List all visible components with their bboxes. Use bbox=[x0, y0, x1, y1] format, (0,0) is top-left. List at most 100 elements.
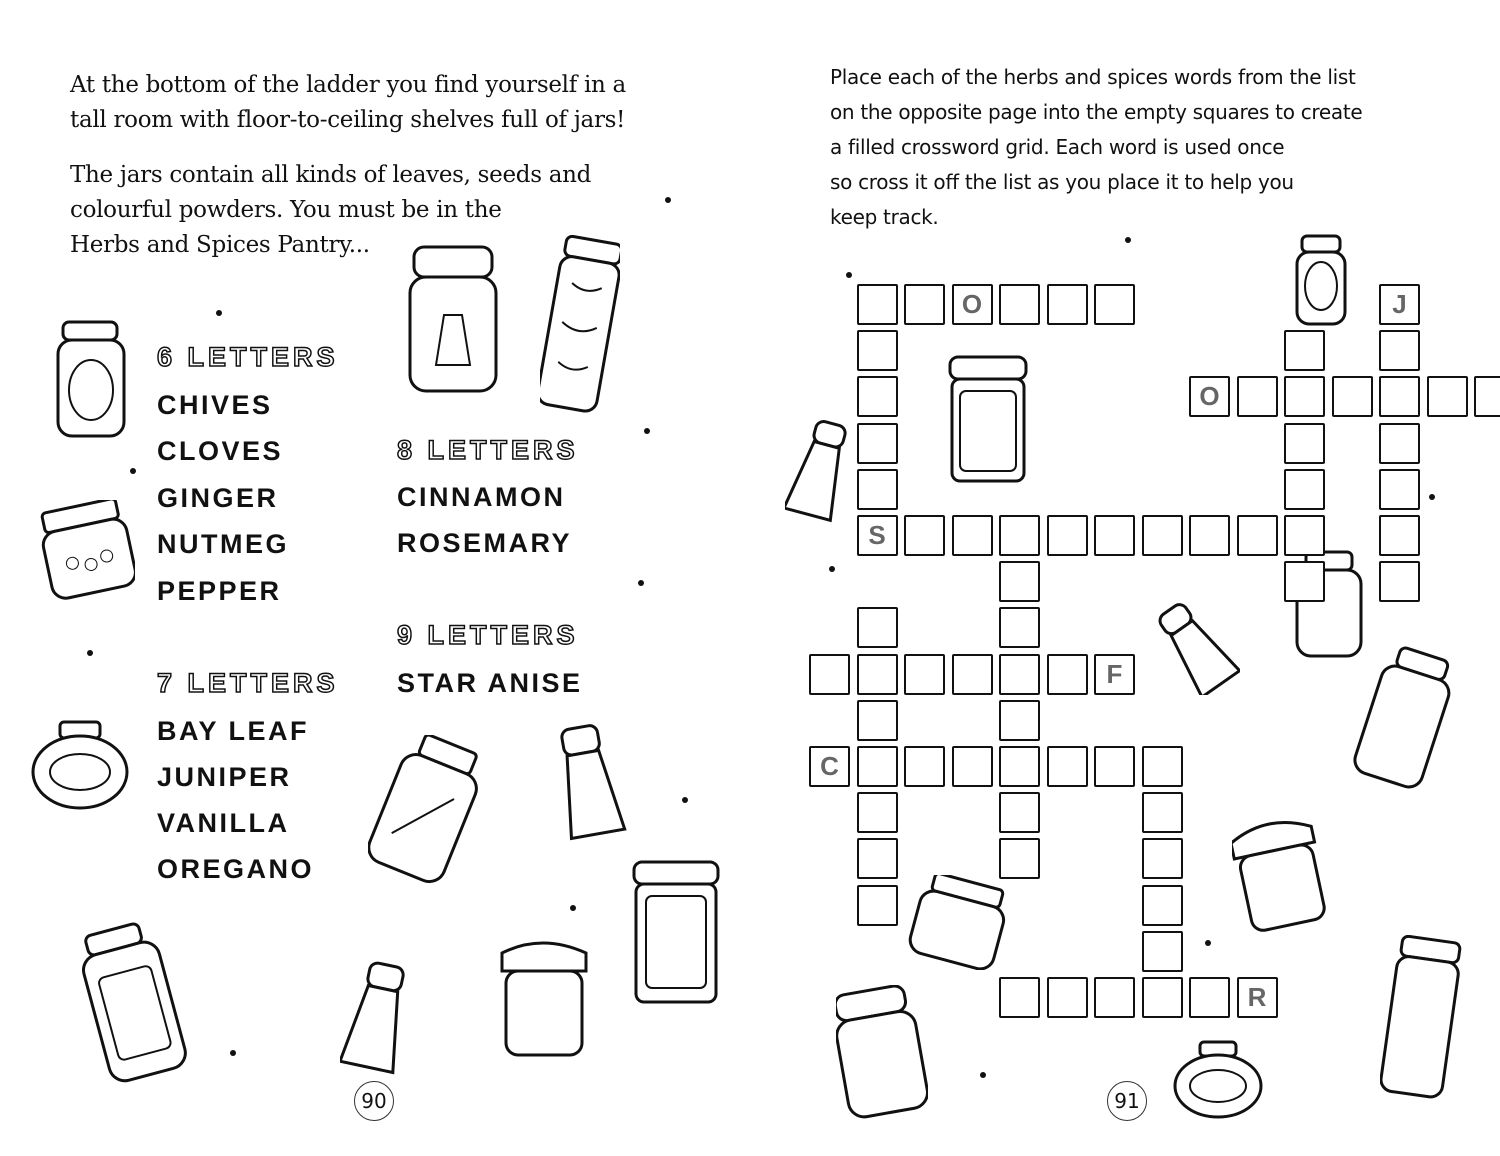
crossword-cell[interactable] bbox=[1474, 376, 1500, 418]
crossword-cell[interactable] bbox=[856, 376, 898, 418]
decorative-dot bbox=[846, 272, 852, 278]
crossword-cell[interactable] bbox=[856, 699, 898, 741]
crossword-cell[interactable] bbox=[1094, 515, 1135, 556]
crossword-cell-given[interactable]: O bbox=[1189, 376, 1230, 418]
crossword-cell[interactable] bbox=[1141, 746, 1183, 787]
crossword-cell-given[interactable]: F bbox=[1094, 653, 1135, 695]
crossword-cell[interactable] bbox=[1379, 561, 1420, 603]
crossword-cell[interactable] bbox=[904, 284, 945, 325]
crossword-cell[interactable] bbox=[856, 838, 898, 880]
crossword-cell[interactable] bbox=[1379, 515, 1420, 556]
instruction-line: on the opposite page into the empty squa… bbox=[830, 100, 1363, 124]
crossword-cell[interactable] bbox=[999, 653, 1040, 695]
crossword-cell[interactable] bbox=[1189, 977, 1230, 1018]
crossword-cell[interactable] bbox=[999, 746, 1040, 787]
crossword-cell[interactable] bbox=[1284, 422, 1325, 464]
word-item: JUNIPER bbox=[157, 762, 292, 792]
crossword-cell[interactable] bbox=[856, 284, 898, 325]
crossword-cell[interactable] bbox=[1236, 376, 1278, 418]
crossword-cell[interactable] bbox=[1046, 653, 1088, 695]
crossword-cell[interactable] bbox=[1046, 515, 1088, 556]
salt-shaker-illustration bbox=[560, 724, 627, 841]
crossword-cell[interactable] bbox=[1189, 515, 1230, 556]
crossword-cell[interactable] bbox=[1331, 376, 1373, 418]
crossword-cell[interactable] bbox=[999, 699, 1040, 741]
crossword-cell[interactable] bbox=[1284, 468, 1325, 510]
crossword-cell[interactable] bbox=[951, 515, 993, 556]
jar-illustration bbox=[31, 720, 129, 810]
crossword-cell-given[interactable]: S bbox=[856, 515, 898, 556]
instruction-line: keep track. bbox=[830, 205, 939, 229]
crossword-cell[interactable] bbox=[999, 607, 1040, 649]
crossword-cell[interactable] bbox=[809, 653, 850, 695]
crossword-cell[interactable] bbox=[1046, 284, 1088, 325]
crossword-cell[interactable] bbox=[904, 653, 945, 695]
crossword-cell-given[interactable]: J bbox=[1379, 284, 1420, 325]
decorative-dot bbox=[682, 797, 688, 803]
crossword-cell[interactable] bbox=[856, 792, 898, 834]
jar-illustration bbox=[1232, 820, 1326, 932]
crossword-cell[interactable] bbox=[1284, 561, 1325, 603]
crossword-cell[interactable] bbox=[856, 884, 898, 926]
salt-shaker-illustration bbox=[1158, 603, 1240, 695]
decorative-dot bbox=[570, 905, 576, 911]
crossword-cell[interactable] bbox=[999, 977, 1040, 1018]
intro-paragraph-2: The jars contain all kinds of leaves, se… bbox=[70, 158, 591, 263]
page-number-left: 90 bbox=[354, 1081, 394, 1121]
intro-line: tall room with floor-to-ceiling shelves … bbox=[70, 107, 626, 133]
jar-illustration bbox=[948, 355, 1028, 483]
crossword-cell[interactable] bbox=[904, 746, 945, 787]
crossword-cell[interactable] bbox=[1141, 792, 1183, 834]
instruction-line: a filled crossword grid. Each word is us… bbox=[830, 135, 1285, 159]
crossword-cell-given[interactable]: C bbox=[809, 746, 850, 787]
instruction-line: so cross it off the list as you place it… bbox=[830, 170, 1294, 194]
crossword-cell[interactable] bbox=[856, 746, 898, 787]
salt-shaker-illustration bbox=[340, 961, 405, 1075]
salt-shaker-illustration bbox=[785, 420, 847, 523]
crossword-cell[interactable] bbox=[1094, 977, 1135, 1018]
crossword-cell[interactable] bbox=[1094, 746, 1135, 787]
crossword-cell[interactable] bbox=[999, 792, 1040, 834]
intro-line: Herbs and Spices Pantry... bbox=[70, 232, 370, 258]
crossword-cell[interactable] bbox=[856, 468, 898, 510]
crossword-cell[interactable] bbox=[1284, 376, 1325, 418]
crossword-cell[interactable] bbox=[1141, 977, 1183, 1018]
crossword-cell[interactable] bbox=[856, 422, 898, 464]
crossword-cell[interactable] bbox=[1141, 515, 1183, 556]
crossword-cell[interactable] bbox=[856, 607, 898, 649]
word-item: OREGANO bbox=[157, 854, 315, 884]
crossword-cell[interactable] bbox=[1236, 515, 1278, 556]
crossword-cell[interactable] bbox=[1379, 376, 1420, 418]
crossword-cell[interactable] bbox=[856, 330, 898, 372]
crossword-cell[interactable] bbox=[999, 284, 1040, 325]
crossword-cell-given[interactable]: R bbox=[1236, 977, 1278, 1018]
crossword-cell[interactable] bbox=[1284, 330, 1325, 372]
crossword-cell[interactable] bbox=[1426, 376, 1468, 418]
heading-7-letters: 7 LETTERS bbox=[156, 667, 339, 699]
crossword-cell[interactable] bbox=[951, 653, 993, 695]
decorative-dot bbox=[87, 650, 93, 656]
crossword-cell[interactable] bbox=[1141, 930, 1183, 972]
crossword-cell[interactable] bbox=[1141, 838, 1183, 880]
crossword-cell[interactable] bbox=[1379, 330, 1420, 372]
crossword-cell[interactable] bbox=[1094, 284, 1135, 325]
crossword-cell-given[interactable]: O bbox=[951, 284, 993, 325]
word-item: CHIVES bbox=[157, 390, 273, 420]
jar-illustration bbox=[500, 941, 588, 1057]
crossword-cell[interactable] bbox=[999, 515, 1040, 556]
jar-illustration bbox=[540, 235, 620, 413]
crossword-cell[interactable] bbox=[1379, 422, 1420, 464]
crossword-cell[interactable] bbox=[1379, 468, 1420, 510]
crossword-cell[interactable] bbox=[1046, 977, 1088, 1018]
crossword-cell[interactable] bbox=[1141, 884, 1183, 926]
page-number-right: 91 bbox=[1107, 1081, 1147, 1121]
crossword-cell[interactable] bbox=[999, 838, 1040, 880]
crossword-cell[interactable] bbox=[999, 561, 1040, 603]
crossword-cell[interactable] bbox=[1284, 515, 1325, 556]
jar-illustration bbox=[632, 860, 720, 1004]
crossword-cell[interactable] bbox=[951, 746, 993, 787]
crossword-cell[interactable] bbox=[856, 653, 898, 695]
crossword-cell[interactable] bbox=[1046, 746, 1088, 787]
intro-line: At the bottom of the ladder you find you… bbox=[70, 72, 626, 98]
crossword-cell[interactable] bbox=[904, 515, 945, 556]
